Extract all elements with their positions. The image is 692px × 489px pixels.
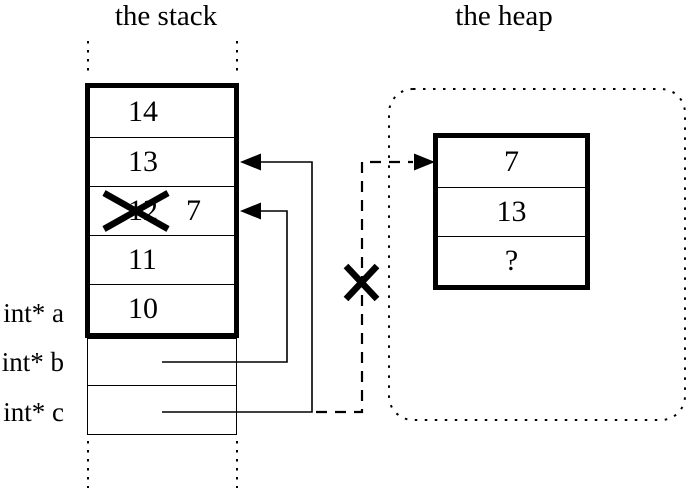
stack-cell: 10 [90,284,234,333]
label-int-ptr-b: int* b [1,347,64,377]
label-int-ptr-a: int* a [3,298,64,328]
label-int-ptr-c: int* c [3,397,64,427]
heap-cell-value: 13 [496,195,527,228]
stack-pointer-rows [87,338,237,435]
new-value: 7 [186,194,201,227]
heap-cell: ? [438,236,585,285]
heap-block-box: 7 13 ? [433,133,590,290]
pointer-c-arrowhead-icon [240,153,261,171]
pointer-b-arrowhead-icon [240,202,261,220]
stack-cell-value: 11 [128,243,157,276]
crossed-old-value: 12 [128,194,158,227]
stack-title: the stack [114,0,218,32]
heap-cell-value: ? [504,244,519,277]
stack-cell: 13 [90,137,234,186]
heap-cell-value: 7 [504,145,519,178]
stack-frame-box: 14 13 12 7 11 10 [85,83,239,338]
invalid-pointer-cross-icon [343,263,380,302]
heap-cell: 13 [438,187,585,236]
stack-cell-value: 10 [128,292,158,325]
pointer-b-cell [88,339,236,385]
stack-cell-value: 13 [128,145,158,178]
stack-cell-overwritten: 12 7 [90,186,234,235]
stack-cell: 14 [90,88,234,137]
dangling-pointer-arrowhead-icon [414,153,435,171]
pointer-c-cell [88,385,236,433]
heap-title: the heap [455,0,553,32]
dangling-pointer-dashed-line [316,160,413,414]
stack-cell-value: 14 [128,95,158,128]
stack-cell: 11 [90,235,234,284]
heap-cell: 7 [438,138,585,187]
